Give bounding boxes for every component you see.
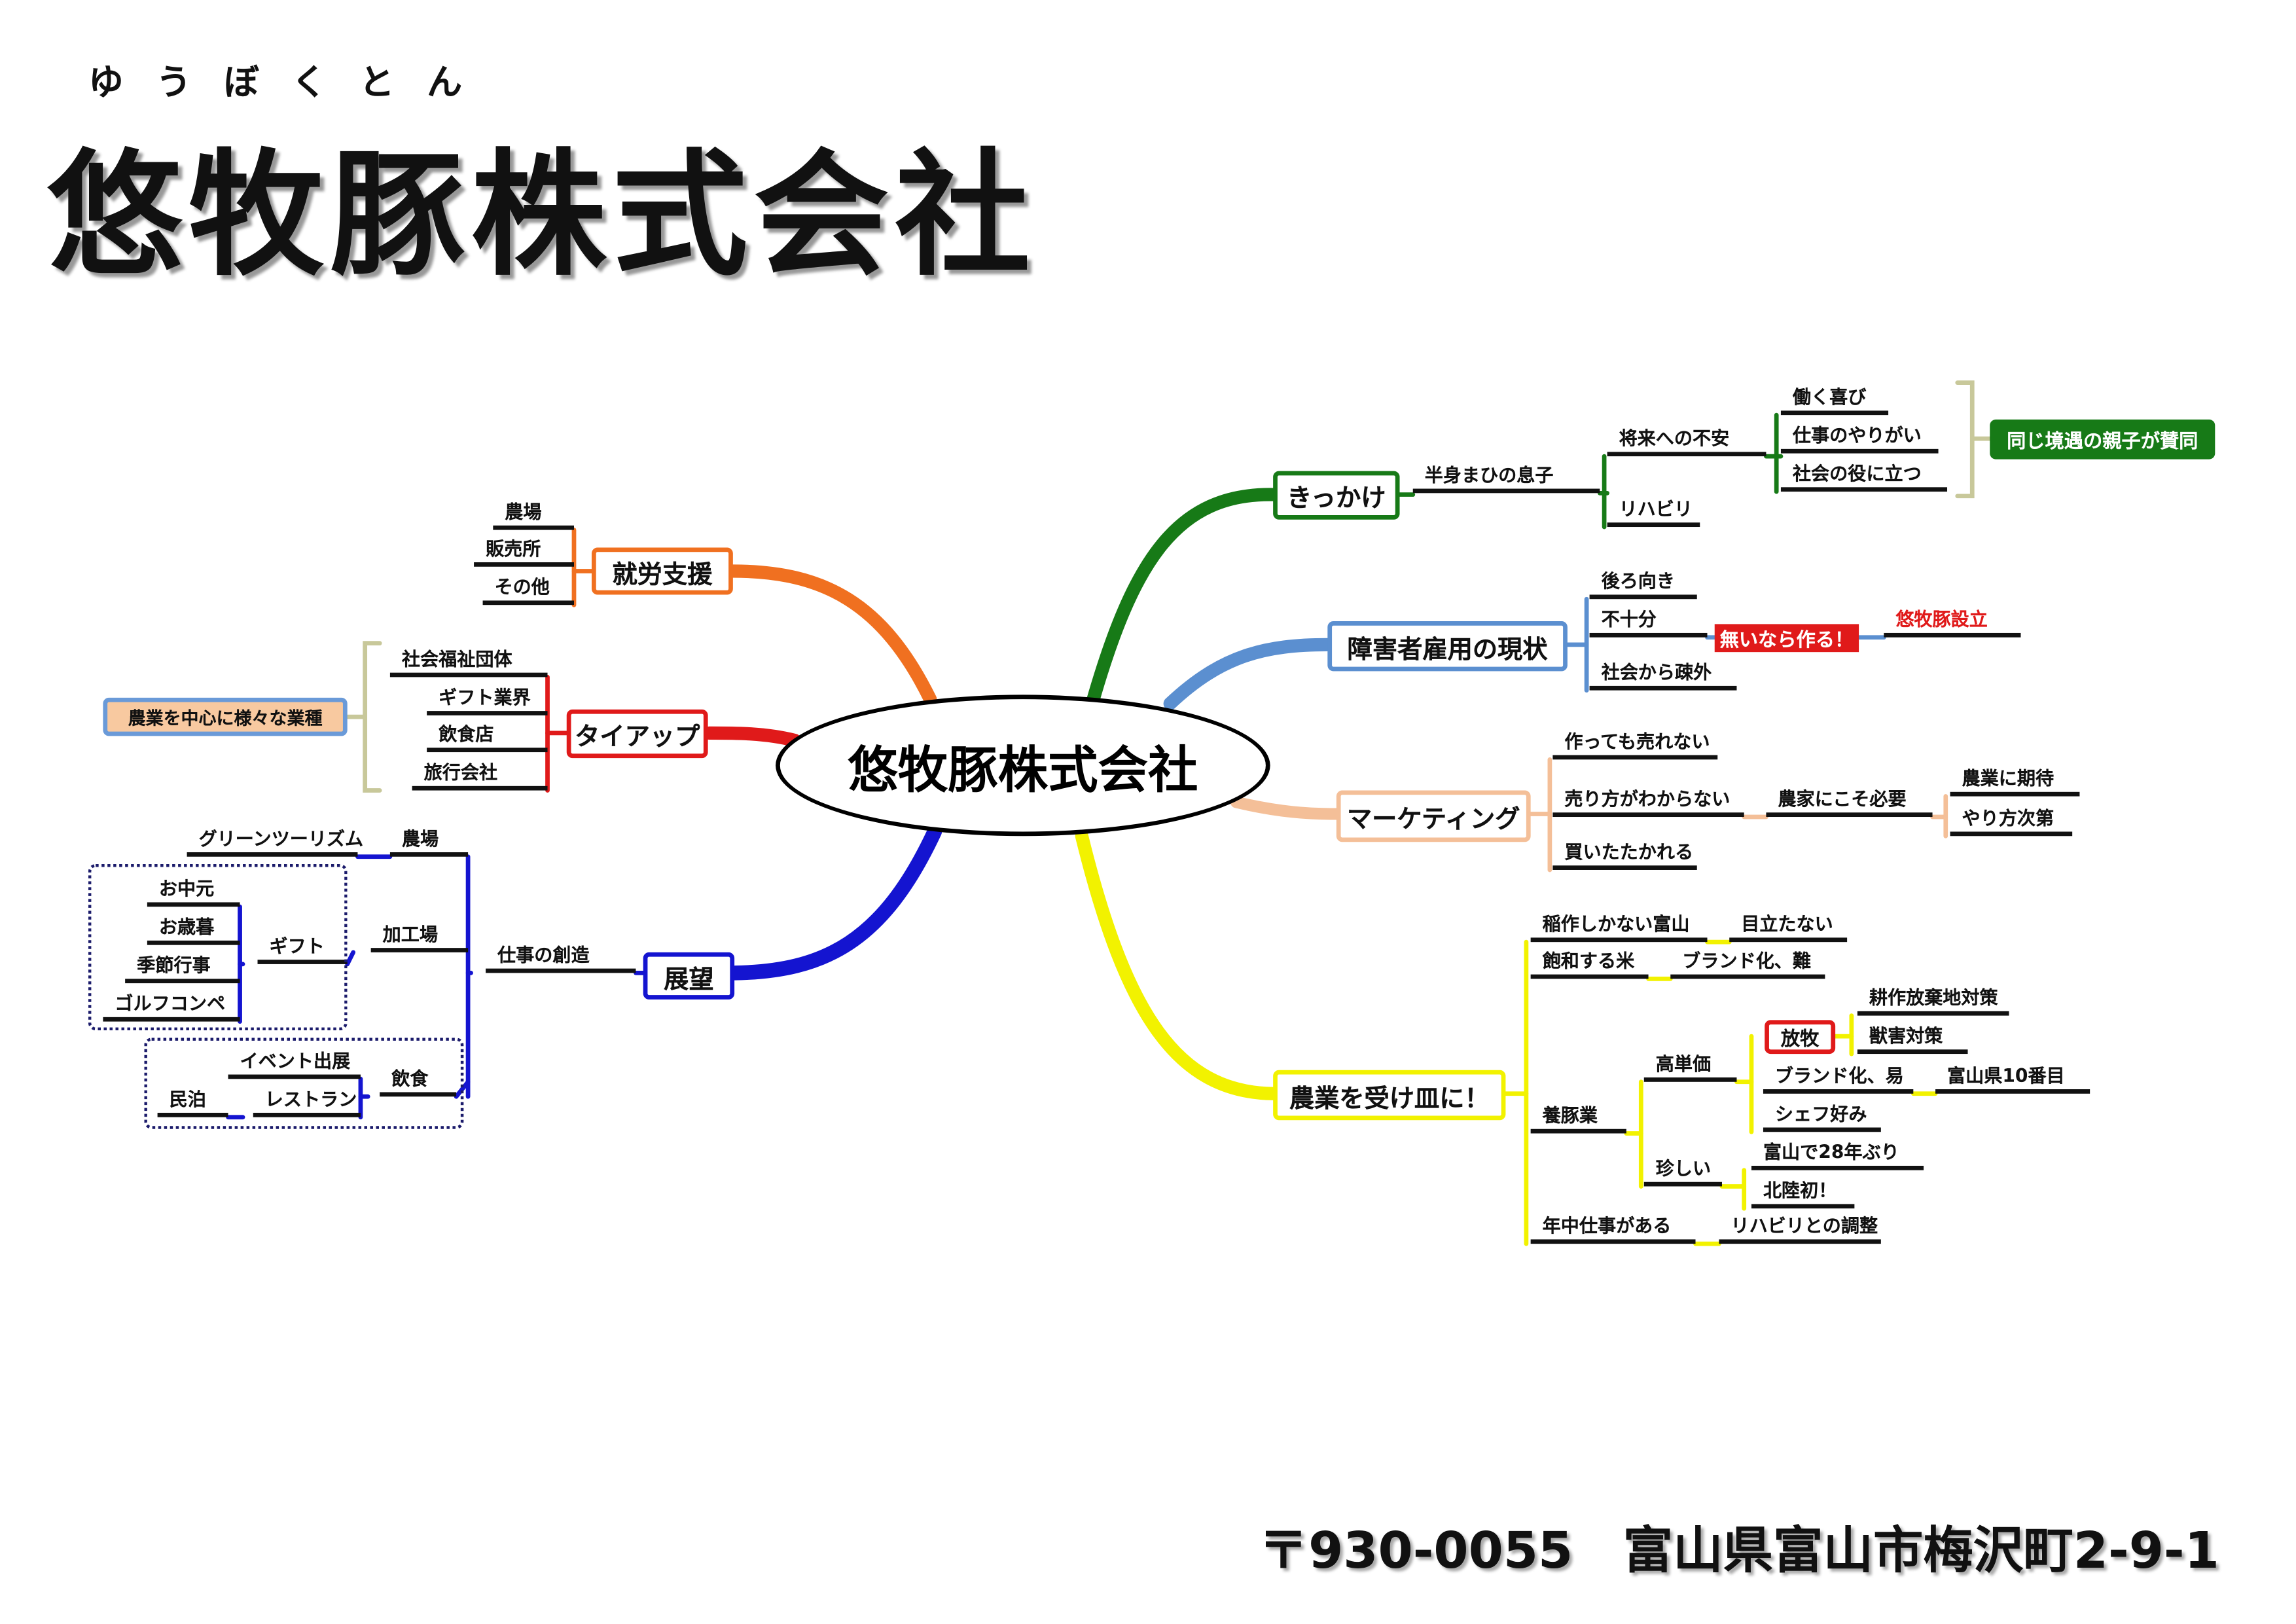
summary-industries[interactable]: 農業を中心に様々な業種 [103, 697, 348, 736]
node-abandoned-land[interactable]: 耕作放棄地対策 [1857, 986, 2009, 1016]
gift-group-boundary [88, 863, 348, 1031]
topic-employment-support[interactable]: 就労支援 [591, 547, 733, 595]
branch-employment [1163, 638, 1335, 710]
node-backward[interactable]: 後ろ向き [1589, 569, 1697, 600]
node-rice-only[interactable]: 稲作しかない富山 [1530, 912, 1708, 943]
branch-kikkake [1085, 488, 1280, 710]
node-rare[interactable]: 珍しい [1643, 1157, 1722, 1187]
node-support-other[interactable]: その他 [482, 575, 574, 605]
node-event[interactable]: イベント出展 [228, 1049, 361, 1079]
node-seibo[interactable]: お歳暮 [147, 916, 240, 945]
node-factory[interactable]: 加工場 [370, 923, 469, 952]
node-brand-easy[interactable]: ブランド化、易 [1763, 1064, 1914, 1094]
node-vision-farm[interactable]: 農場 [389, 827, 469, 857]
topic-agriculture[interactable]: 農業を受け皿に！ [1273, 1070, 1506, 1121]
branch-tieup [702, 726, 802, 748]
node-insufficient[interactable]: 不十分 [1589, 608, 1708, 638]
node-hokuriku-first[interactable]: 北陸初！ [1751, 1179, 1855, 1209]
node-golf[interactable]: ゴルフコンペ [103, 992, 240, 1022]
node-high-price[interactable]: 高単価 [1643, 1053, 1737, 1082]
node-joy[interactable]: 働く喜び [1780, 386, 1889, 416]
node-dont-know[interactable]: 売り方がわからない [1552, 787, 1744, 818]
node-inconspicuous[interactable]: 目立たない [1729, 912, 1848, 943]
node-restaurants[interactable]: 飲食店 [427, 723, 548, 753]
node-pig-farming[interactable]: 養豚業 [1530, 1104, 1626, 1134]
node-support-shop[interactable]: 販売所 [474, 537, 574, 567]
topic-kikkake[interactable]: きっかけ [1273, 471, 1400, 520]
branch-agri [1075, 829, 1280, 1100]
summary-support-parents[interactable]: 同じ境遇の親子が賛同 [1990, 419, 2215, 460]
address: 〒930-0055 富山県富山市梅沢町2-9-1 [1258, 1522, 2219, 1581]
food-group-boundary [144, 1038, 464, 1129]
central-topic[interactable]: 悠牧豚株式会社 [776, 695, 1270, 837]
topic-vision[interactable]: 展望 [643, 952, 735, 1000]
node-useful[interactable]: 社会の役に立つ [1780, 462, 1948, 492]
page-title: 悠牧豚株式会社 [46, 137, 1037, 295]
branch-support [726, 564, 937, 706]
node-rehab[interactable]: リハビリ [1607, 497, 1700, 528]
node-son[interactable]: 半身まひの息子 [1412, 463, 1600, 494]
node-chef[interactable]: シェフ好み [1763, 1102, 1881, 1132]
node-anxiety[interactable]: 将来への不安 [1607, 427, 1767, 457]
node-farmers-need[interactable]: 農家にこそ必要 [1766, 787, 1933, 818]
node-grazing[interactable]: 放牧 [1765, 1020, 1836, 1055]
node-worth[interactable]: 仕事のやりがい [1780, 424, 1939, 454]
node-founded[interactable]: 悠牧豚設立 [1884, 608, 2021, 638]
node-chugen[interactable]: お中元 [147, 877, 240, 907]
node-minpaku[interactable]: 民泊 [157, 1088, 228, 1117]
node-cant-sell[interactable]: 作っても売れない [1552, 730, 1718, 760]
node-tenth[interactable]: 富山県10番目 [1935, 1064, 2090, 1094]
node-make-it[interactable]: 無いなら作る！ [1714, 624, 1859, 653]
node-beaten-down[interactable]: 買いたたかれる [1552, 840, 1697, 870]
node-rice-saturated[interactable]: 飽和する米 [1530, 949, 1649, 979]
node-expect[interactable]: 農業に期待 [1950, 767, 2080, 797]
branch-marketing [1230, 796, 1342, 820]
node-support-farm[interactable]: 農場 [493, 501, 574, 530]
node-seasonal[interactable]: 季節行事 [125, 954, 240, 984]
topic-employment[interactable]: 障害者雇用の現状 [1327, 621, 1568, 672]
node-restaurant[interactable]: レストラン [253, 1088, 361, 1117]
node-food[interactable]: 飲食 [380, 1067, 457, 1097]
node-gift[interactable]: ギフト [257, 935, 348, 964]
node-alienated[interactable]: 社会から疎外 [1589, 661, 1737, 691]
node-travel[interactable]: 旅行会社 [412, 761, 548, 791]
node-year-round[interactable]: 年中仕事がある [1530, 1214, 1696, 1244]
node-gift-industry[interactable]: ギフト業界 [427, 686, 548, 715]
topic-marketing[interactable]: マーケティング [1336, 790, 1531, 842]
topic-tieup[interactable]: タイアップ [566, 709, 708, 759]
node-28-years[interactable]: 富山で28年ぶり [1751, 1141, 1924, 1170]
branch-vision [726, 824, 942, 981]
title-ruby: ゆうぼくとん [88, 62, 495, 103]
node-brand-hard[interactable]: ブランド化、難 [1670, 949, 1825, 979]
node-job-creation[interactable]: 仕事の創造 [486, 943, 636, 973]
node-rehab-adjust[interactable]: リハビリとの調整 [1719, 1214, 1881, 1244]
node-green-tourism[interactable]: グリーンツーリズム [187, 827, 363, 857]
node-beast-damage[interactable]: 獣害対策 [1857, 1024, 1968, 1055]
node-welfare[interactable]: 社会福祉団体 [389, 647, 548, 677]
node-depends[interactable]: やり方次第 [1950, 806, 2073, 837]
